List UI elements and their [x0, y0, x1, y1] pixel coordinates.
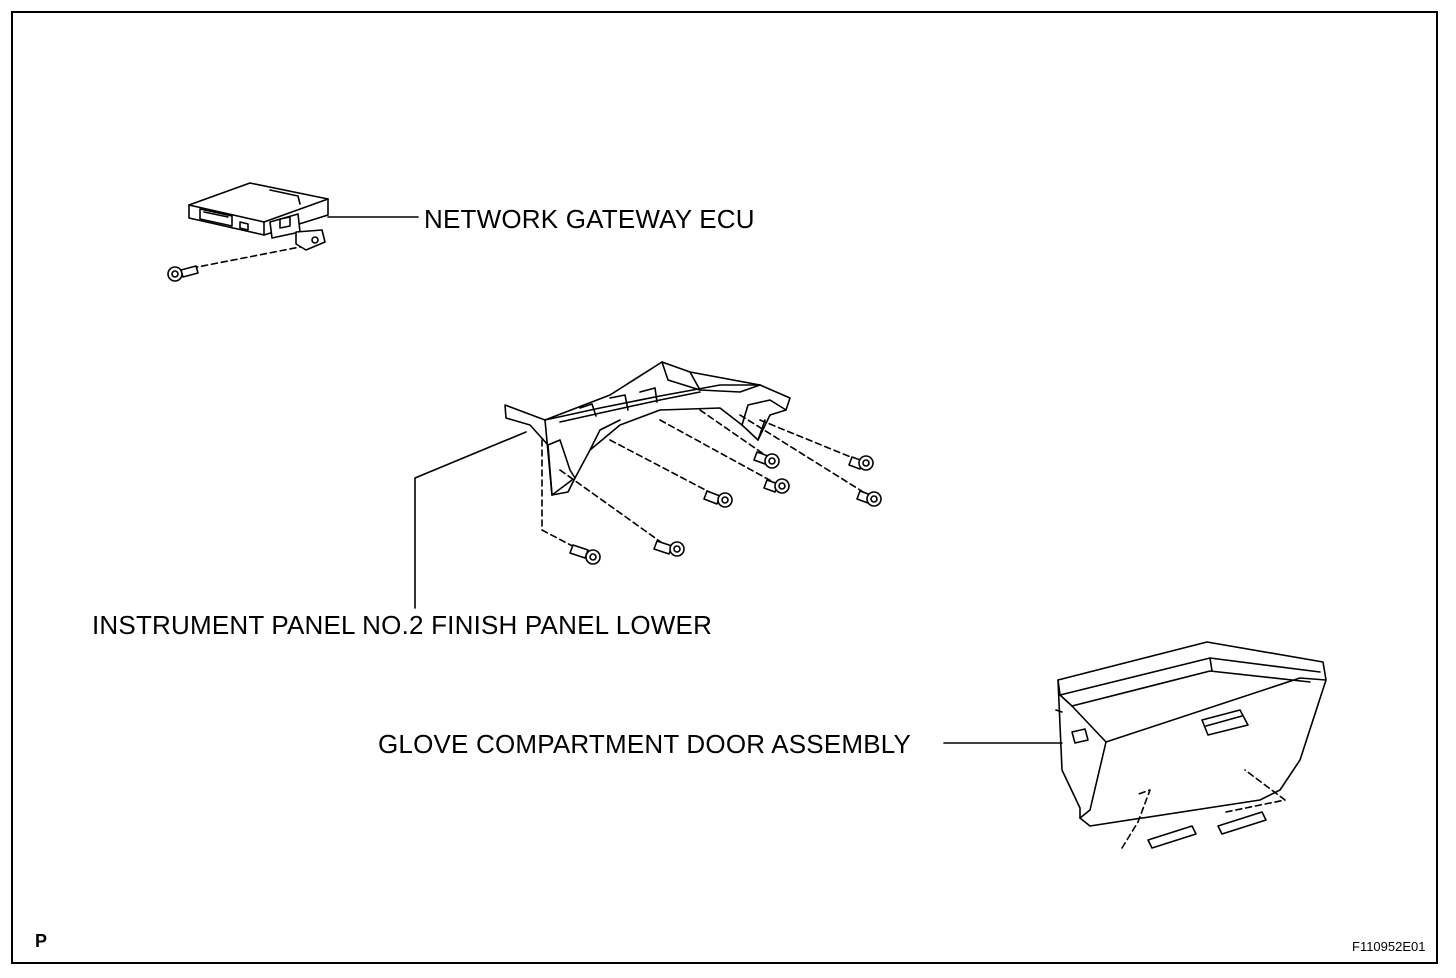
glove-compartment-part: [1055, 641, 1327, 827]
figure-code: F110952E01: [1352, 939, 1426, 954]
finish-panel-label: INSTRUMENT PANEL NO.2 FINISH PANEL LOWER: [92, 610, 713, 640]
ecu-label: NETWORK GATEWAY ECU: [424, 204, 755, 234]
screw-heads: [569, 451, 882, 565]
finish-panel-screws: [541, 409, 869, 551]
ecu-bolt: [167, 246, 301, 282]
finish-panel-leader-line: [414, 431, 527, 609]
network-gateway-ecu-part: [188, 182, 329, 251]
finish-panel-part: [504, 361, 791, 496]
diagram-frame: [11, 11, 1438, 964]
glove-hinge-pins: [1121, 769, 1286, 849]
view-mark: P: [35, 931, 48, 951]
glove-compartment-label: GLOVE COMPARTMENT DOOR ASSEMBLY: [378, 729, 912, 759]
